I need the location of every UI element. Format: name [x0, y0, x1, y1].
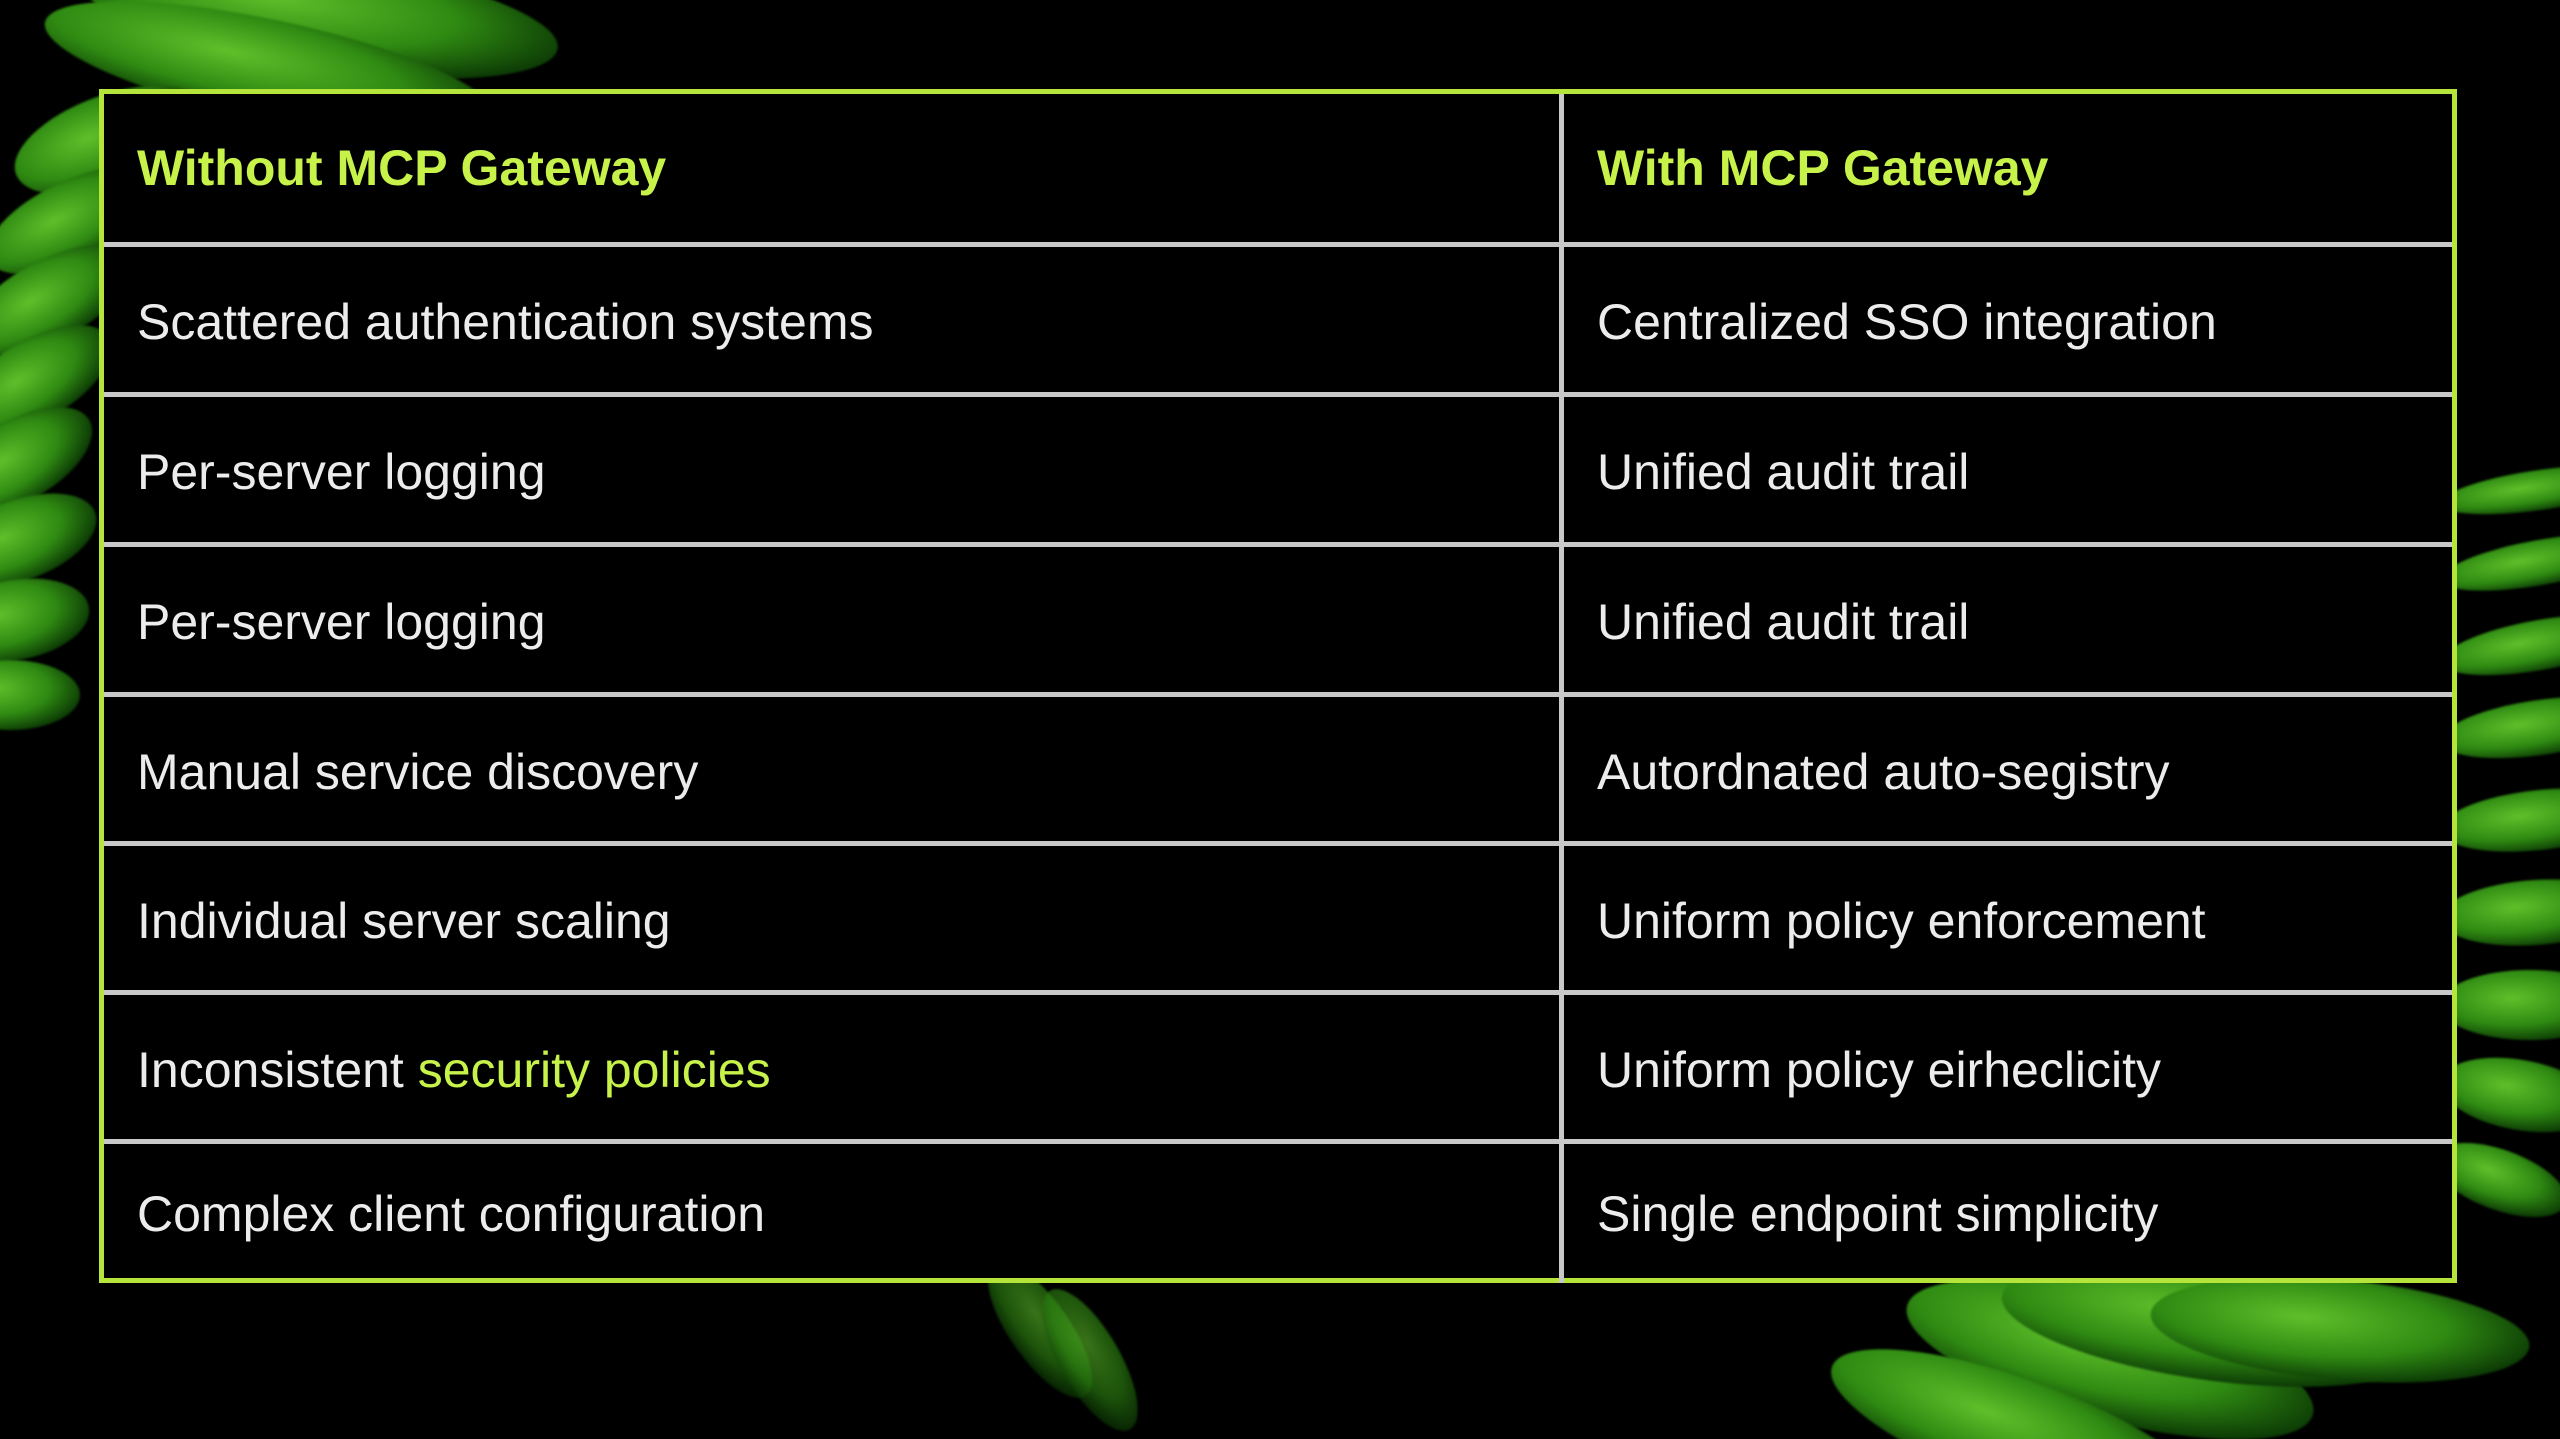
cell-without: Per-server logging [104, 547, 1564, 697]
cell-without: Individual server scaling [104, 846, 1564, 995]
cell-without: Scattered authentication systems [104, 247, 1564, 397]
cell-with: Autordnated auto-segistry [1597, 743, 2170, 800]
table-row: Manual service discovery Autordnated aut… [104, 692, 2452, 846]
cell-without: Manual service discovery [104, 697, 1564, 846]
cell-text-prefix: Inconsistent [137, 1041, 418, 1098]
cell-without: Inconsistent security policies [104, 995, 1564, 1144]
table-row: Per-server logging Unified audit trail [104, 542, 2452, 697]
table-row: Scattered authentication systems Central… [104, 242, 2452, 397]
table-row: Individual server scaling Uniform policy… [104, 841, 2452, 995]
cell-without: Per-server logging [104, 397, 1564, 547]
table-row: Complex client configuration Single endp… [104, 1139, 2452, 1283]
cell-with: Unified audit trail [1597, 594, 1970, 650]
cell-with: Uniform policy eirheclicity [1597, 1041, 2162, 1098]
cell-text-highlight: security policies [417, 1041, 771, 1098]
comparison-table: Without MCP Gateway With MCP Gateway Sca… [99, 89, 2457, 1283]
cell-with-highlighted: Uniform policy enforcement [1597, 892, 2206, 949]
cell-with: Single endpoint simplicity [1597, 1185, 2159, 1242]
header-with-gateway: With MCP Gateway [1597, 140, 2049, 196]
header-without-gateway: Without MCP Gateway [104, 94, 1564, 242]
leaf-decoration [0, 660, 80, 730]
leaf-decoration [2440, 970, 2560, 1040]
cell-with: Unified audit trail [1597, 444, 1970, 500]
leaf-decoration [0, 567, 96, 673]
cell-with: Centralized SSO integration [1597, 294, 2217, 350]
table-header-row: Without MCP Gateway With MCP Gateway [104, 94, 2452, 242]
table-row: Per-server logging Unified audit trail [104, 392, 2452, 547]
table-row: Inconsistent security policies Uniform p… [104, 990, 2452, 1144]
cell-without: Complex client configuration [104, 1144, 1564, 1283]
